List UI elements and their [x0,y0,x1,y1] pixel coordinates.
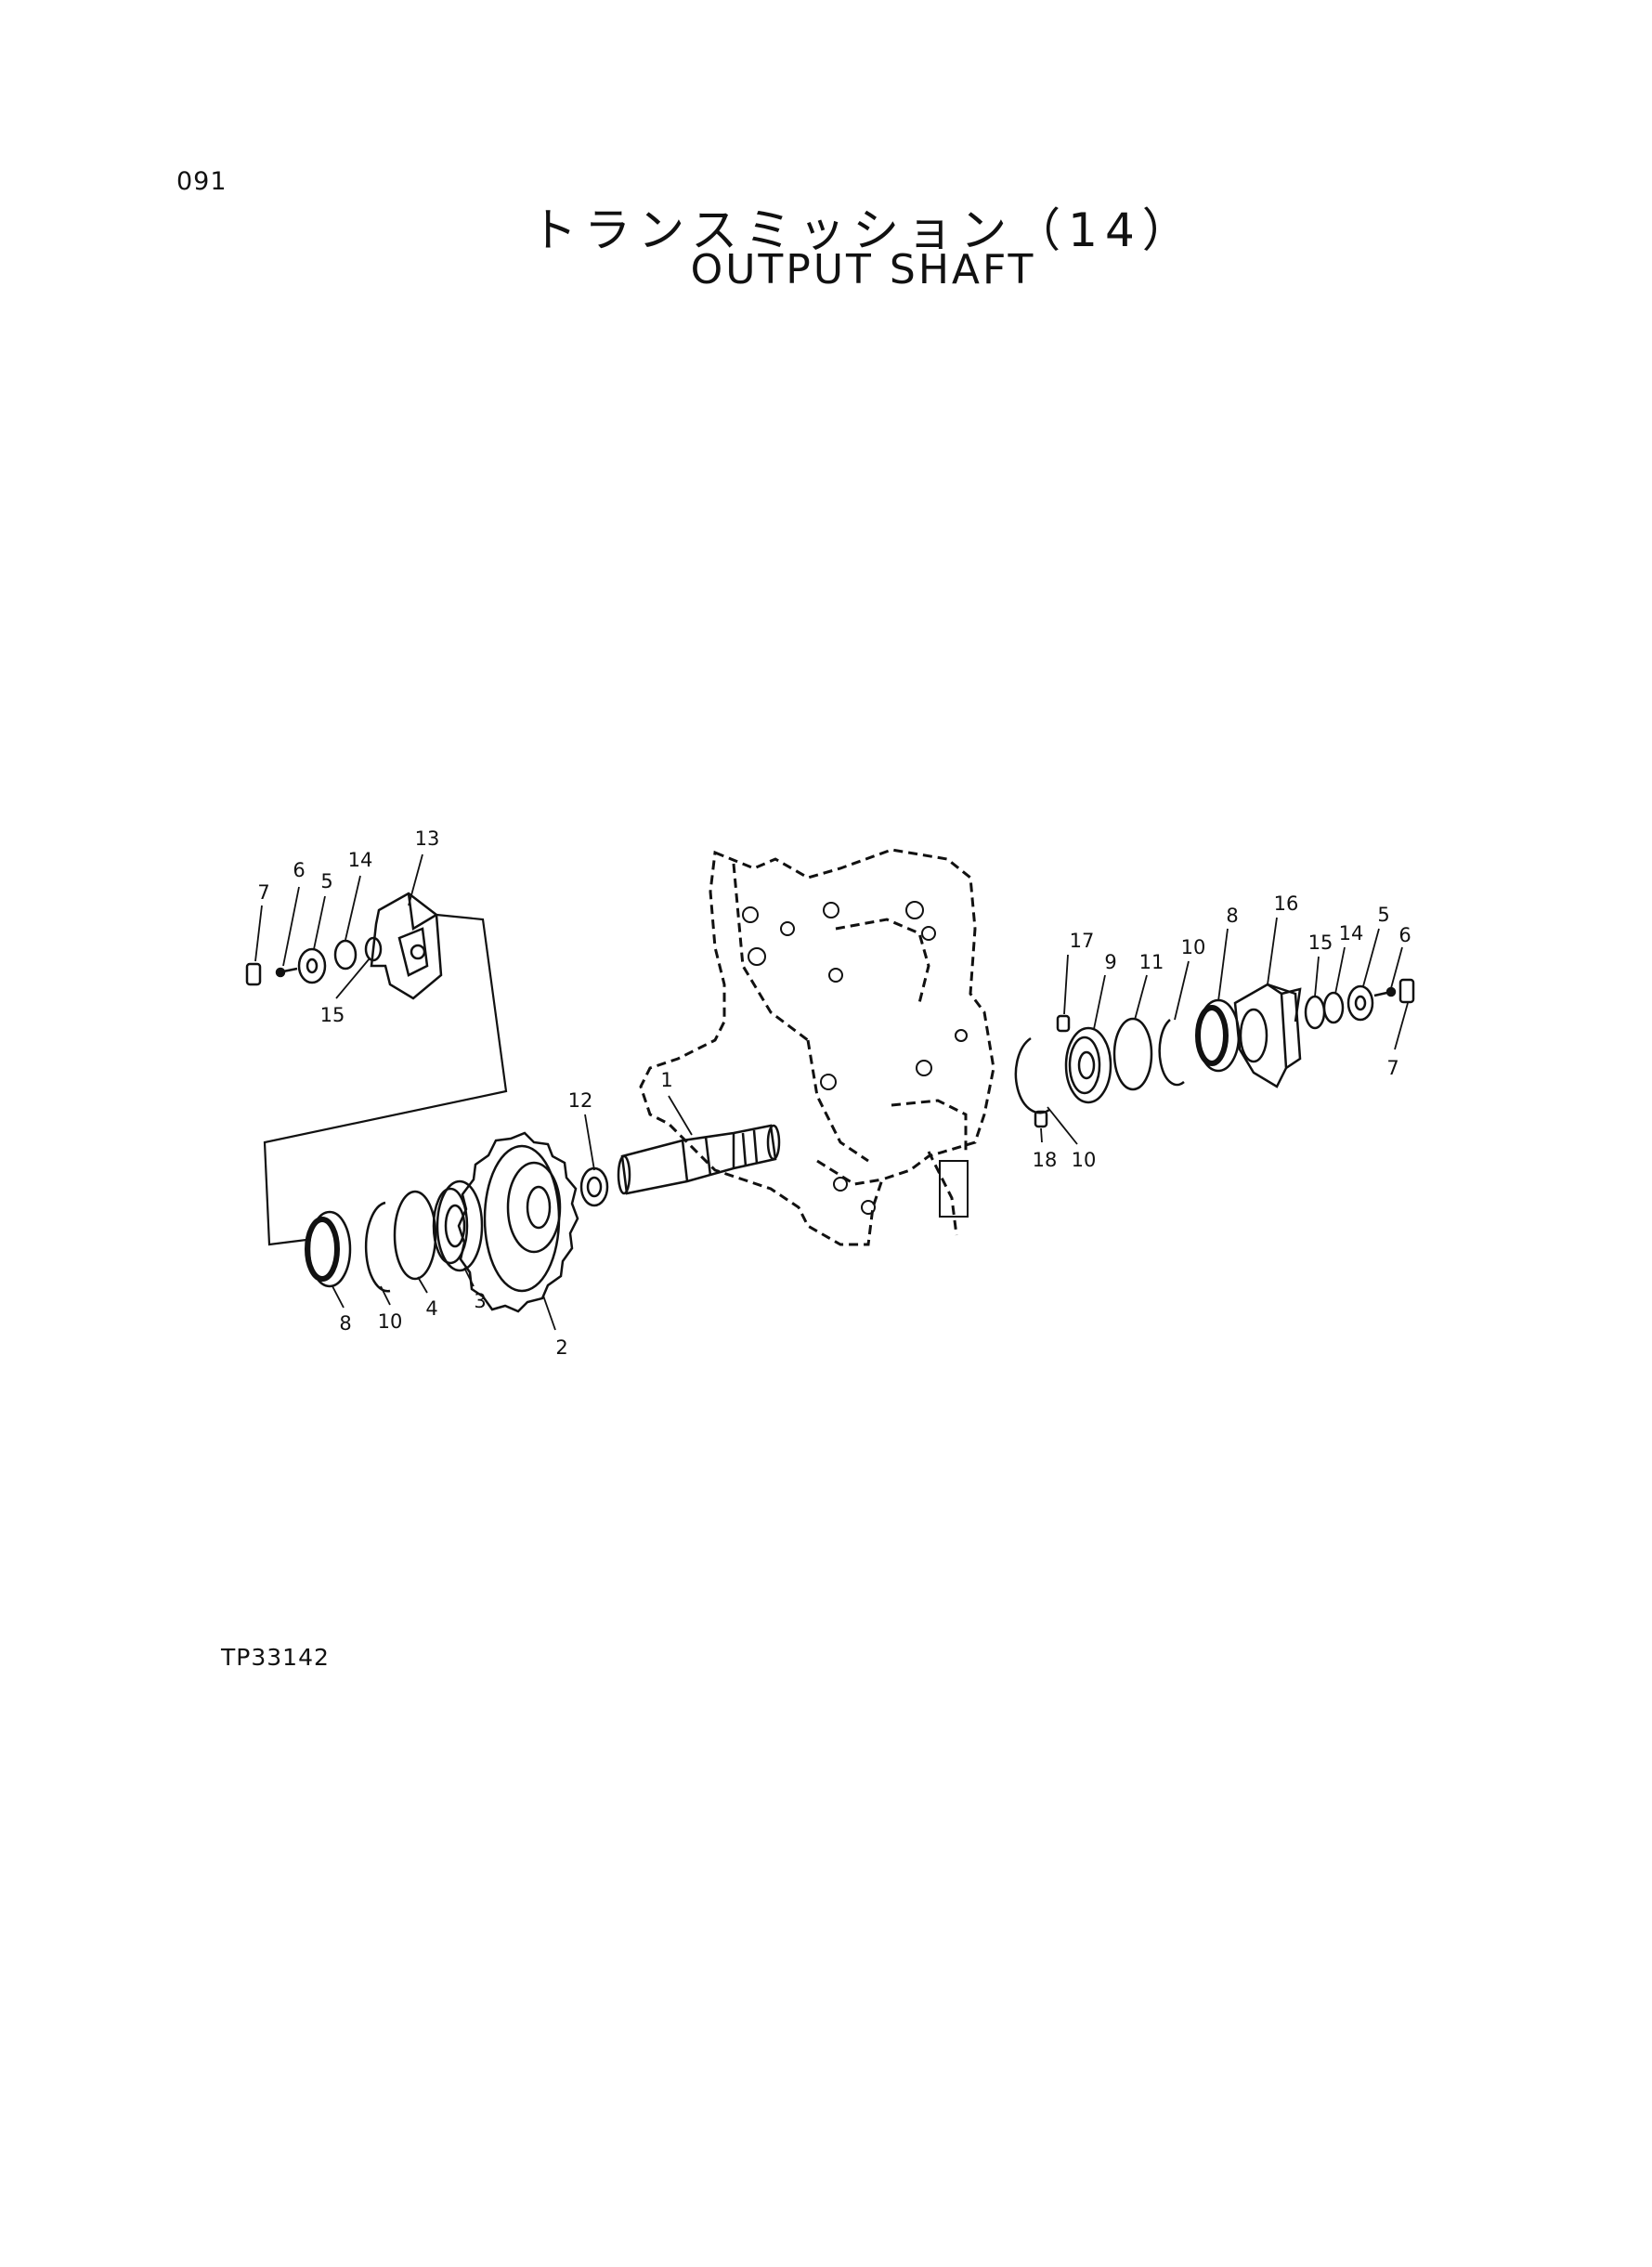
companion-flange [1233,983,1302,1088]
page-number: 091 [176,167,228,196]
callout-center-10: 10 [378,1310,403,1333]
callout-left-7: 7 [257,881,269,904]
callout-labels: 7 6 5 14 13 15 12 1 8 10 4 3 2 17 9 11 1… [257,827,1411,1359]
callout-right-9: 9 [1104,951,1116,973]
callout-left-13: 13 [415,827,440,850]
callout-right-14: 14 [1339,922,1364,945]
page-title-english: OUTPUT SHAFT [690,246,1036,293]
callout-center-8: 8 [339,1312,351,1335]
callout-left-15: 15 [320,1004,345,1026]
left-assembly-parts [245,892,443,1000]
callout-right-16: 16 [1274,892,1299,915]
callout-left-14: 14 [348,849,373,871]
callout-right-6: 6 [1398,924,1411,946]
right-assembly-parts [1014,978,1415,1128]
callout-right-17: 17 [1070,930,1095,952]
output-shaft [617,1124,781,1195]
callout-right-10-lower: 10 [1072,1149,1097,1171]
transmission-housing [639,848,995,1246]
center-assembly-parts [305,1124,781,1313]
callout-right-10-upper: 10 [1181,936,1206,958]
callout-right-7: 7 [1386,1057,1398,1079]
callout-center-4: 4 [425,1297,437,1320]
callout-left-5: 5 [320,870,332,892]
connector-lines [263,913,508,1246]
callout-right-15: 15 [1308,932,1333,954]
callout-left-6: 6 [293,859,305,881]
housing-bolt-holes [742,901,969,1218]
callout-center-2: 2 [555,1336,567,1359]
output-gear [457,1131,579,1313]
callout-right-18: 18 [1033,1149,1058,1171]
callout-center-12: 12 [568,1089,593,1112]
callout-right-11: 11 [1139,951,1164,973]
leader-lines [254,853,1409,1331]
callout-center-3: 3 [474,1290,486,1312]
callout-right-8: 8 [1226,905,1238,927]
callout-right-5: 5 [1377,904,1389,926]
figure-code: TP33142 [221,1644,330,1671]
page-title-japanese: トランスミッション（14） [530,203,1196,257]
callout-center-1: 1 [660,1069,672,1091]
